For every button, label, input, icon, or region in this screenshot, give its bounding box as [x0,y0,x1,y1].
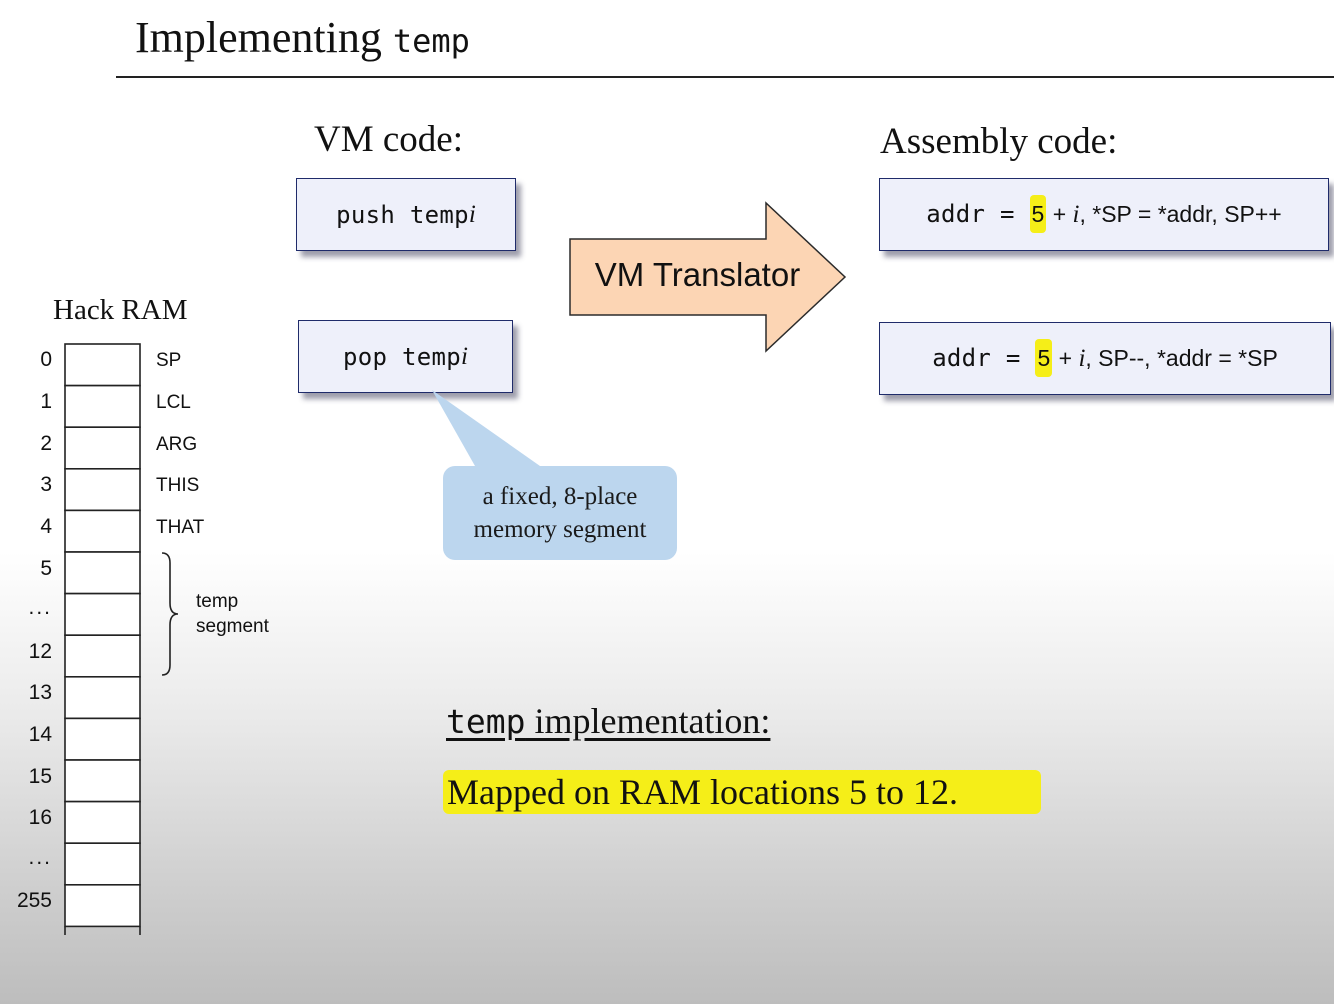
push-base-address: 5 [1029,195,1047,233]
ram-cell [64,384,141,429]
ram-register-that: THAT [156,517,205,538]
ram-index: 2 [40,432,52,455]
ram-cell [64,800,141,844]
ram-register-lcl: LCL [156,392,191,413]
ram-cells [64,343,179,935]
push-assembly-box: addr = 5 + i, *SP = *addr, SP++ [879,178,1329,251]
push-temp-code: push temp [336,200,469,229]
ram-index: 13 [28,681,52,704]
ram-index-ellipsis: ... [28,596,52,619]
hack-ram-title: Hack RAM [53,294,188,326]
callout-text: a fixed, 8-place memory segment [443,466,677,560]
vm-translator-label: VM Translator [594,256,801,293]
ram-cell [64,426,141,470]
pop-temp-code: pop temp [343,342,462,371]
ram-cell [64,717,141,761]
pop-temp-code-box: pop temp i [298,320,513,393]
ram-index: 5 [40,557,52,580]
pop-base-address: 5 [1035,339,1053,377]
ram-cell [64,467,141,512]
ram-register-arg: ARG [156,434,198,455]
ram-index-ellipsis: ... [28,846,52,869]
ram-cell [64,675,141,720]
ram-cell [64,634,141,678]
vm-code-heading: VM code: [314,119,463,160]
title-underline [116,76,1334,78]
ram-index: 255 [16,889,52,912]
callout-line-2: memory segment [473,516,647,543]
ram-index: 12 [28,640,52,663]
ram-index: 1 [40,390,52,413]
pop-assembly-box: addr = 5 + i, SP--, *addr = *SP [879,322,1331,395]
ram-cell [64,883,141,928]
temp-implementation-text: Mapped on RAM locations 5 to 12. [443,770,1041,814]
push-temp-index: i [468,200,476,228]
temp-implementation-heading: temp implementation: [446,701,771,741]
ram-cell [64,343,141,387]
ram-index: 0 [40,348,52,371]
page-title-code: temp [392,22,470,60]
temp-segment-brace [161,552,179,676]
ram-index: 14 [28,723,52,746]
ram-register-sp: SP [156,350,182,371]
ram-cell [64,842,141,886]
page-title: Implementing temp [135,13,470,62]
vm-translator-arrow [569,201,847,353]
ram-index: 3 [40,473,52,496]
ram-cell [64,551,141,595]
callout-line-1: a fixed, 8-place [482,483,638,510]
pop-temp-index: i [461,342,468,370]
callout-pointer [432,390,540,466]
ram-index: 4 [40,515,52,538]
push-assembly-code: addr = 5 + i, *SP = *addr, SP++ [926,195,1282,233]
ram-cell [64,509,141,553]
ram-cell [64,759,141,803]
ram-index: 15 [28,765,52,788]
temp-segment-label: temp segment [196,591,269,637]
ram-cell [64,592,141,636]
ram-register-this: THIS [156,475,200,496]
pop-assembly-code: addr = 5 + i, SP--, *addr = *SP [932,339,1278,377]
ram-index: 16 [28,806,52,829]
assembly-code-heading: Assembly code: [880,121,1118,162]
push-temp-code-box: push temp i [296,178,516,251]
callout-body [443,466,677,560]
